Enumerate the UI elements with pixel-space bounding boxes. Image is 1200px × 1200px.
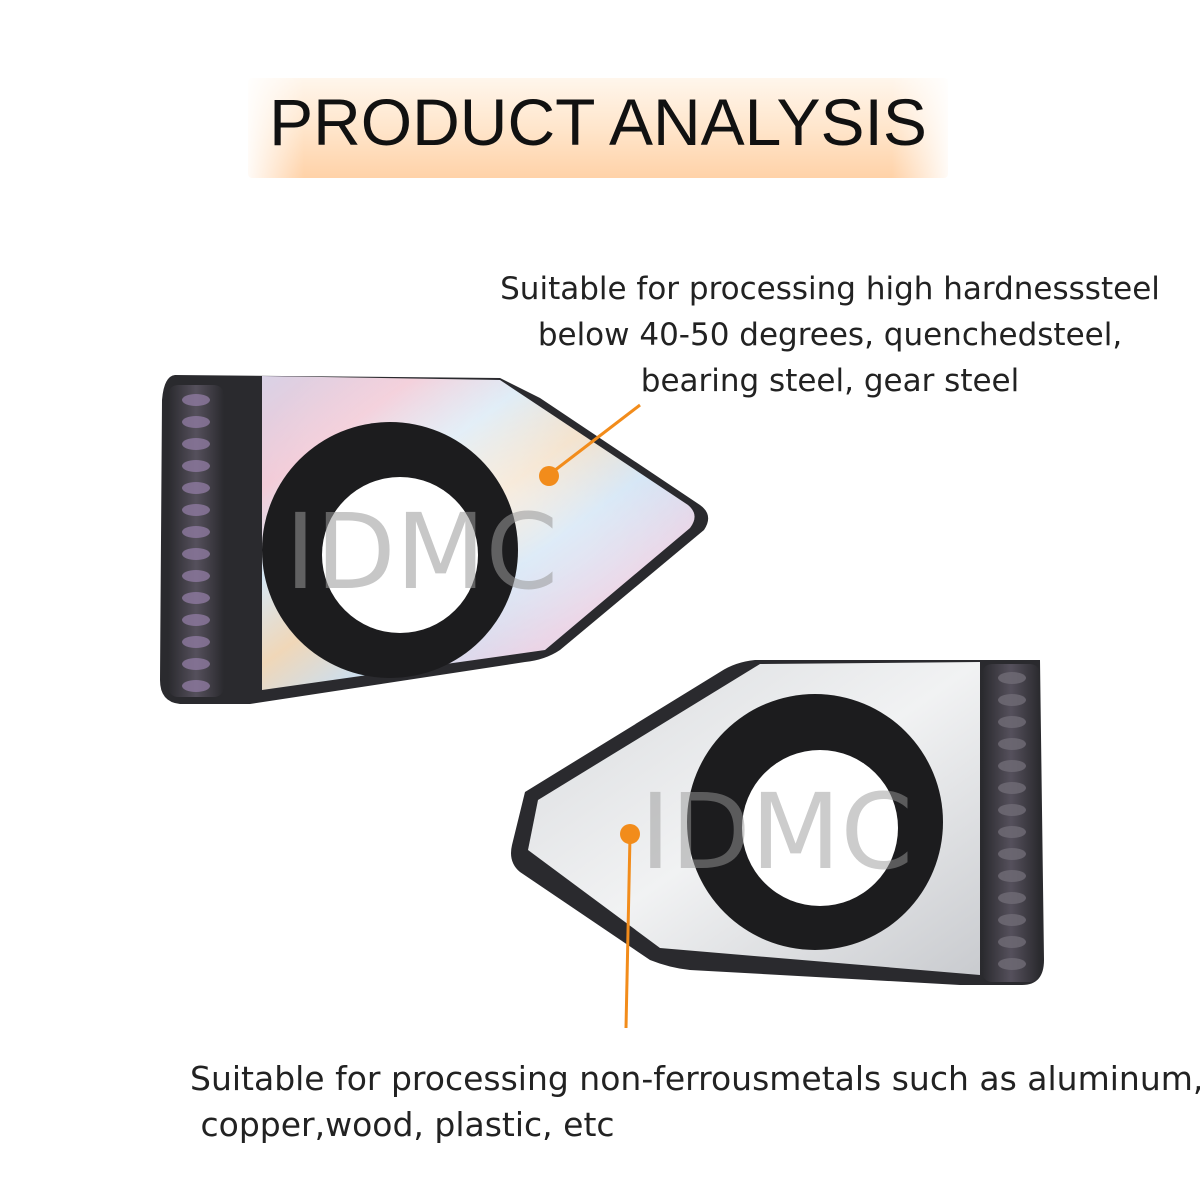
coated-description-line: Suitable for processing high hardnessste… bbox=[500, 271, 1160, 307]
watermark-text: IDMC bbox=[640, 771, 913, 893]
uncoated-description-line: Suitable for processing non-ferrousmetal… bbox=[190, 1059, 1200, 1098]
uncoated-insert: IDMC bbox=[511, 660, 1044, 985]
page-title: PRODUCT ANALYSIS bbox=[269, 85, 927, 159]
coated-insert: IDMC bbox=[160, 375, 709, 704]
uncoated-description-line: copper,wood, plastic, etc bbox=[190, 1105, 615, 1144]
title-banner: PRODUCT ANALYSIS bbox=[248, 78, 948, 178]
coated-description-line: below 40-50 degrees, quenchedsteel, bbox=[537, 317, 1123, 353]
mounting-hole bbox=[322, 477, 478, 633]
watermark-text: IDMC bbox=[285, 491, 558, 613]
callout-dot bbox=[620, 824, 640, 844]
callout-coated bbox=[539, 403, 641, 486]
callout-uncoated bbox=[620, 824, 640, 1029]
uncoated-description: Suitable for processing non-ferrousmetal… bbox=[190, 1056, 1200, 1148]
serration-strip bbox=[982, 664, 1040, 982]
coated-description-line: bearing steel, gear steel bbox=[640, 363, 1020, 399]
mounting-hole bbox=[742, 750, 898, 906]
coated-description: Suitable for processing high hardnessste… bbox=[480, 266, 1180, 404]
serration-strip bbox=[168, 385, 224, 697]
callout-dot bbox=[539, 466, 559, 486]
